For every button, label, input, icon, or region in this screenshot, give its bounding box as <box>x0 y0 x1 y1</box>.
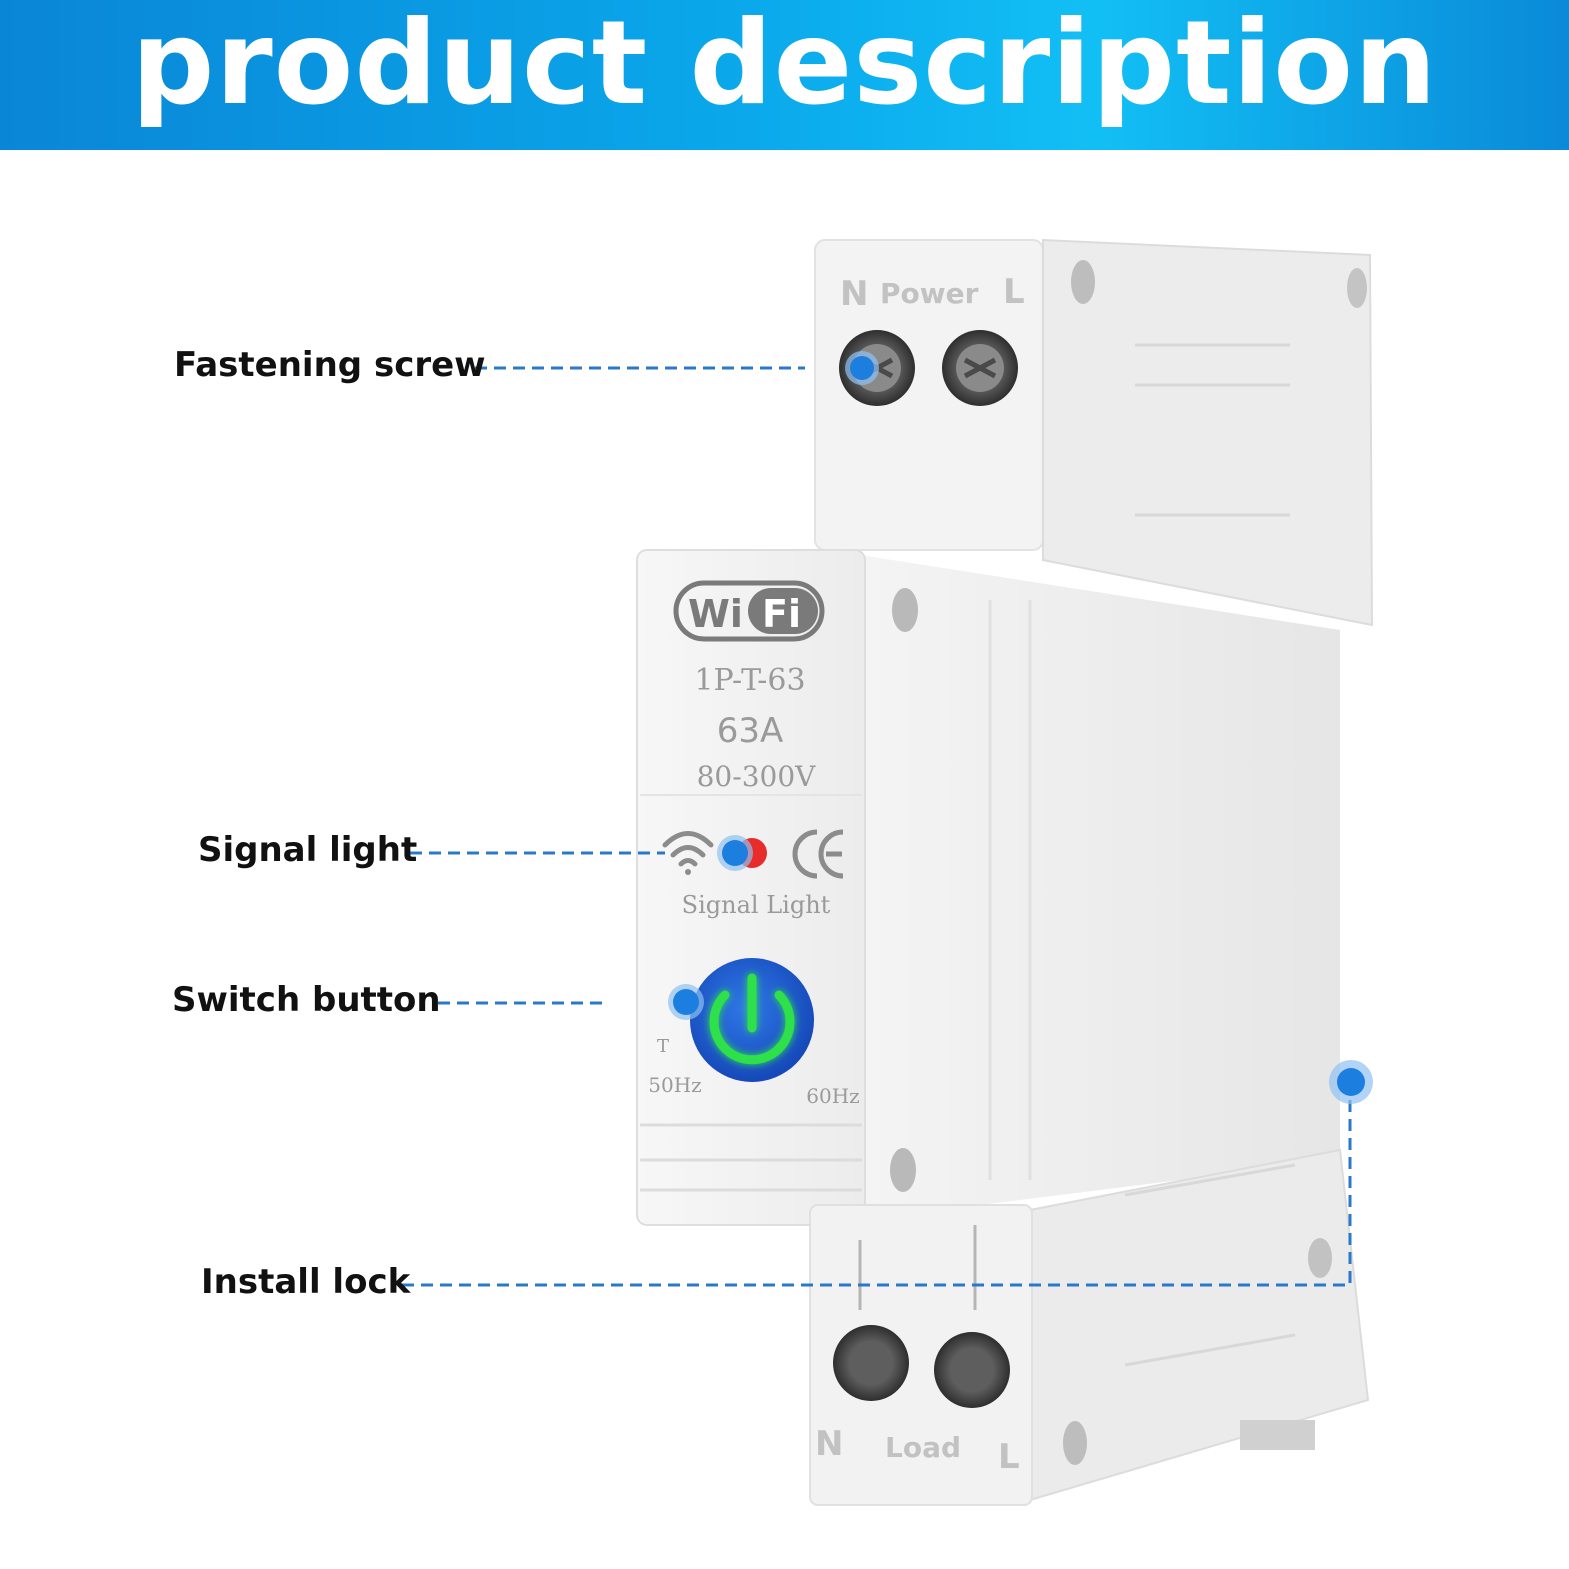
model-number: 1P-T-63 <box>694 663 805 698</box>
freq-50-label: 50Hz <box>648 1073 701 1097</box>
wifi-icon <box>662 831 714 875</box>
power-icon <box>709 973 795 1065</box>
callout-fastening-screw: Fastening screw <box>174 345 486 385</box>
banner-title: product description <box>131 0 1438 131</box>
marker-switch-button <box>673 989 699 1015</box>
marker-signal-light <box>722 840 748 866</box>
device-body-side <box>860 555 1340 1220</box>
switch-button[interactable] <box>690 958 814 1082</box>
bottom-terminal-block: N Load L <box>809 1148 1370 1506</box>
bottom-load-label: Load <box>885 1431 961 1464</box>
marker-fastening-screw <box>850 356 874 380</box>
callout-install-lock: Install lock <box>201 1262 411 1302</box>
callout-markers <box>668 351 1373 1104</box>
current-rating: 63A <box>717 711 784 751</box>
voltage-range: 80-300V <box>697 760 817 793</box>
freq-60-label: 60Hz <box>806 1084 859 1108</box>
signal-light-label: Signal Light <box>682 891 831 919</box>
top-terminal-block: N Power L <box>814 238 1374 627</box>
ce-mark-icon <box>792 829 844 879</box>
callout-switch-button: Switch button <box>172 980 441 1020</box>
top-l-label: L <box>1003 272 1025 312</box>
top-power-label: Power <box>880 277 979 310</box>
marker-install-lock <box>1337 1068 1365 1096</box>
callout-signal-light: Signal light <box>198 830 418 870</box>
bottom-n-label: N <box>815 1424 843 1464</box>
leader-install-lock <box>402 1085 1352 1287</box>
test-label: T <box>657 1036 669 1057</box>
wifi-logo-fi: Fi <box>762 592 801 636</box>
bottom-l-label: L <box>998 1437 1020 1477</box>
front-faceplate: Wi Fi 1P-T-63 63A 80-300V Signal Light <box>636 549 866 1226</box>
wifi-logo-wi: Wi <box>688 592 743 636</box>
banner: product description <box>0 0 1569 150</box>
wifi-logo: Wi Fi <box>673 580 825 642</box>
top-n-label: N <box>840 274 868 314</box>
